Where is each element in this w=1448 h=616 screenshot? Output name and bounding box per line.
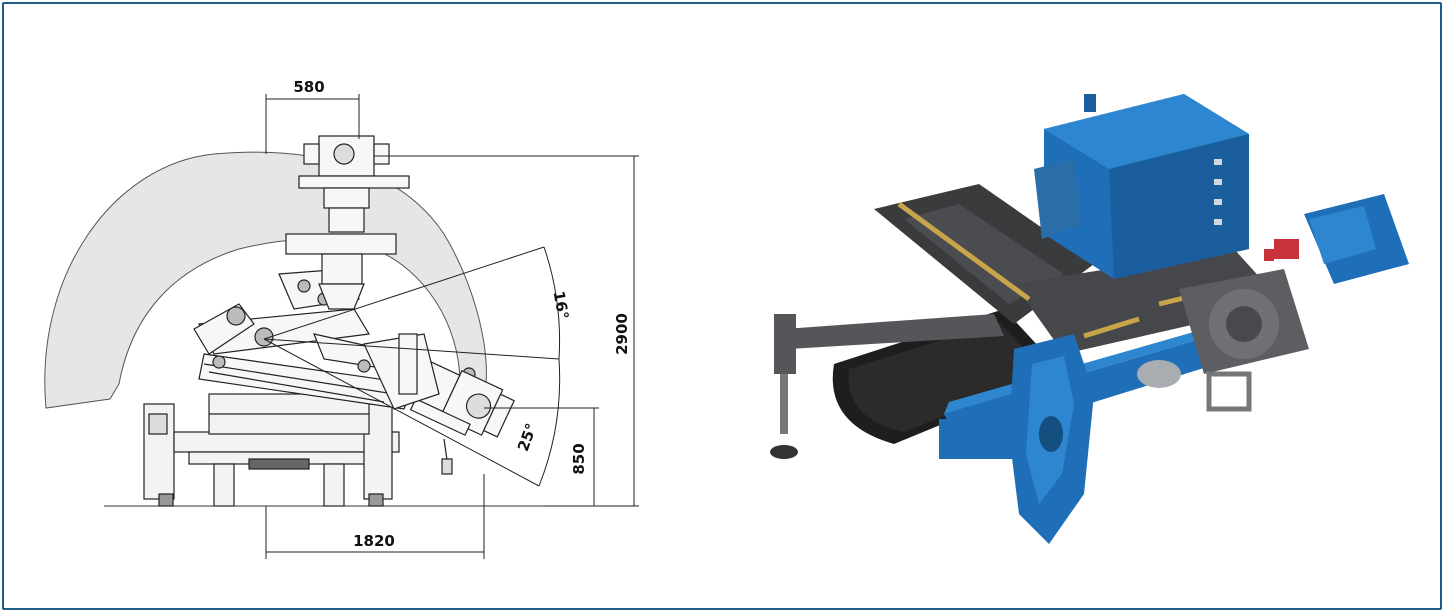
support-arm: [363, 333, 453, 475]
front-bracket: [939, 334, 1094, 544]
working-envelope: [44, 151, 487, 409]
crawler-track: [832, 309, 1064, 444]
machine-render: [770, 94, 1409, 544]
dimension-bottom-width: 1820: [353, 532, 395, 550]
rear-actuator: [1264, 194, 1409, 284]
dimension-top-width: 580: [293, 78, 324, 96]
angle-lower-label: 25°: [514, 421, 541, 454]
dimension-lines: [263, 94, 639, 559]
technical-drawing: 580 1820 2900 850 16° 25°: [44, 78, 639, 559]
dimension-total-height: 2900: [613, 313, 631, 355]
control-cabinet: [1034, 94, 1249, 279]
dimension-low-height: 850: [570, 443, 588, 474]
chassis: [770, 184, 1284, 459]
rotation-head: [1137, 269, 1309, 412]
angle-upper-label: 16°: [550, 290, 573, 321]
base-frame: [143, 393, 400, 507]
upper-head: [285, 135, 410, 310]
